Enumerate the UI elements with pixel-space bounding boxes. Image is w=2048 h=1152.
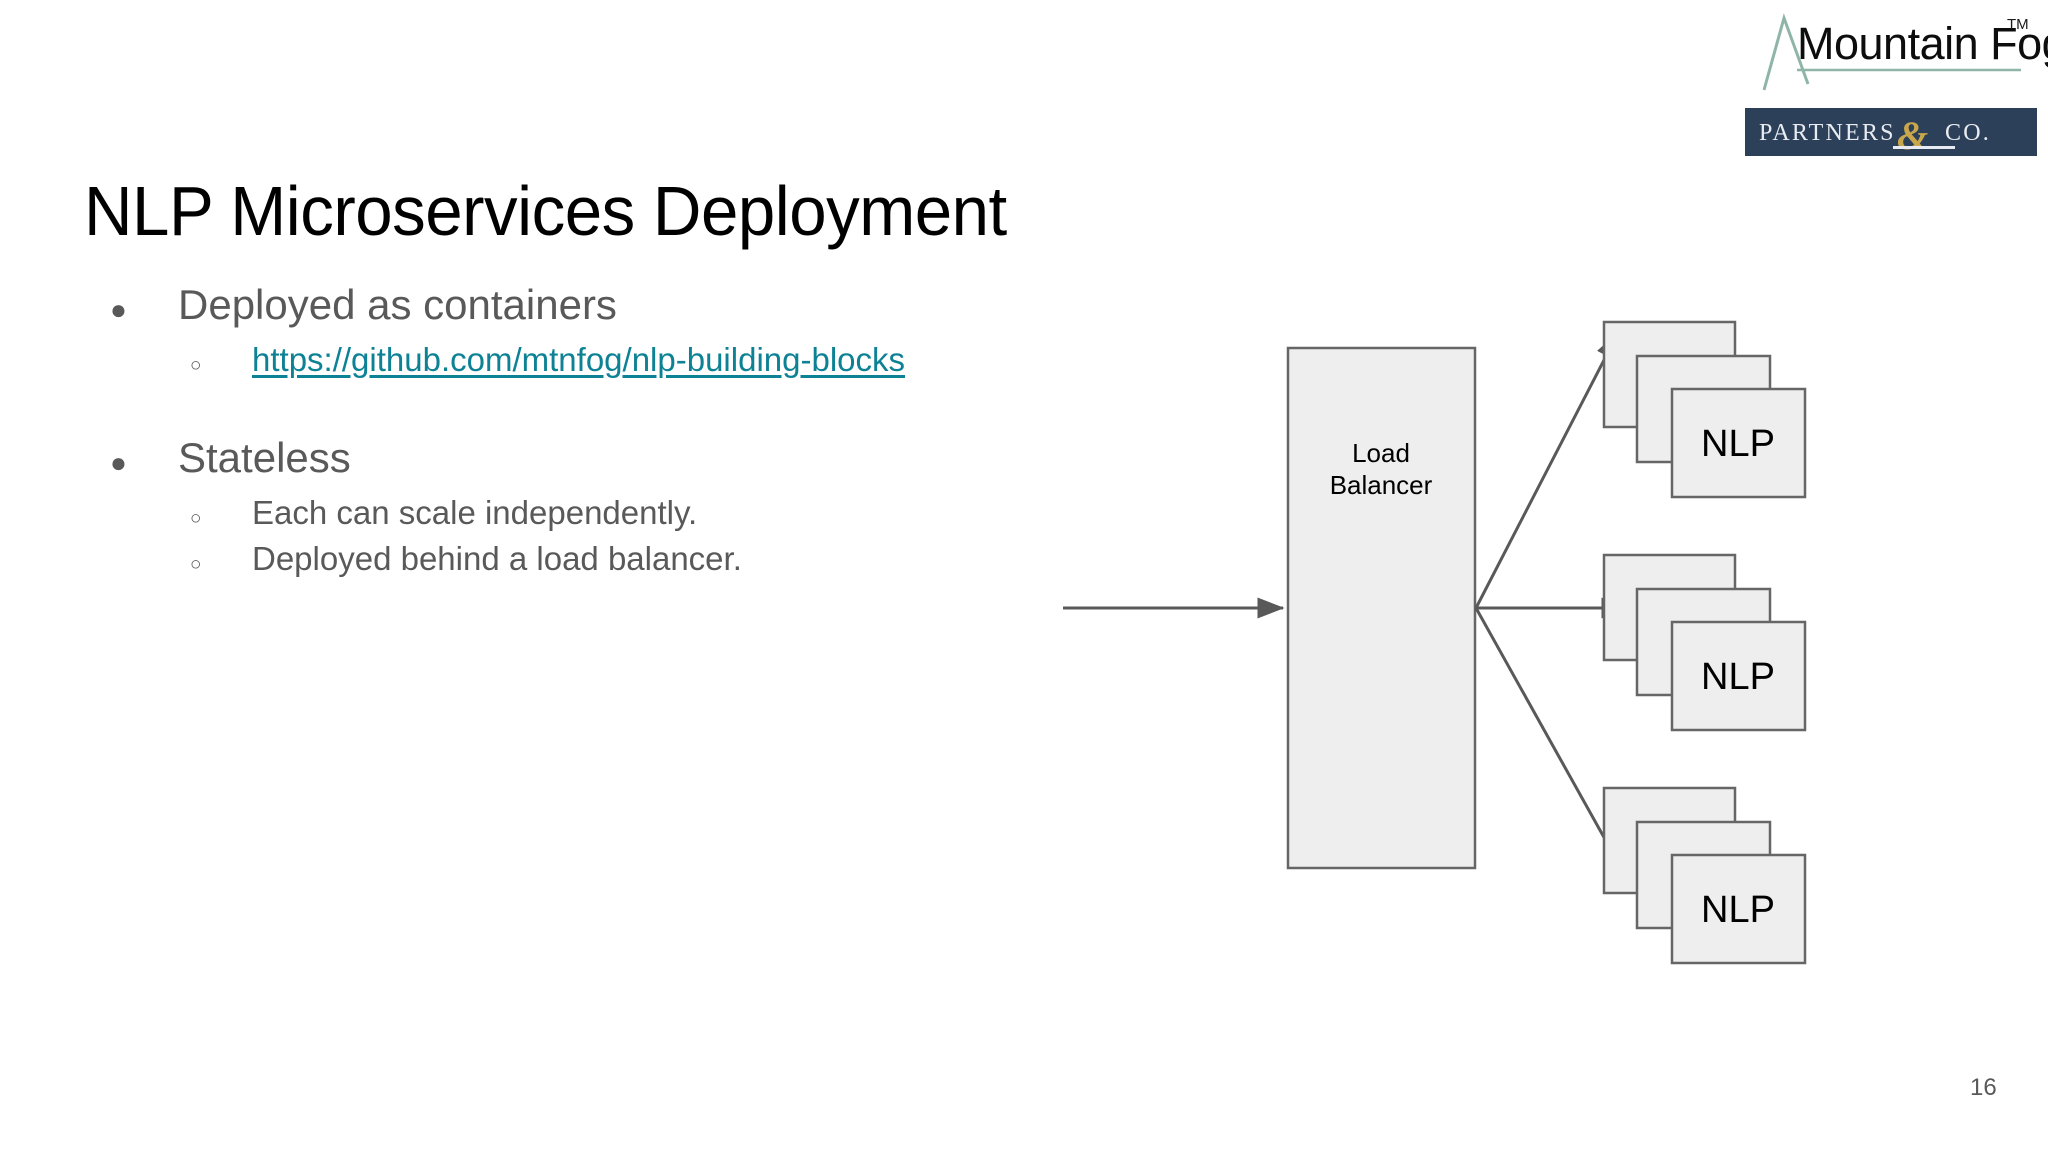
partners-and-co-banner: PARTNERS & CO. [1745, 108, 2037, 156]
container-card-front [1670, 620, 1807, 732]
nlp-label: NLP [1701, 656, 1775, 698]
container-card-front [1670, 853, 1807, 965]
load-balancer-label-line2: Balancer [1330, 470, 1433, 500]
bullet-marker-filled-icon: ● [110, 447, 127, 479]
nlp-service-stack-2: NLP [1602, 553, 1807, 732]
arrow-to-node-3 [1474, 607, 1627, 877]
mountain-peak-icon [1762, 13, 2021, 91]
mountain-fog-wordmark: Mountain Fog [1797, 18, 2048, 69]
nlp-label: NLP [1701, 423, 1775, 465]
bullet-marker-hollow-icon: ○ [190, 354, 202, 376]
ampersand-glyph: & [1897, 113, 1929, 156]
arrow-to-node-1 [1474, 331, 1620, 609]
bullet-item-scale-independently: ○ Each can scale independently. [190, 491, 970, 535]
banner-underline-rule [1893, 146, 1955, 149]
bullet-text: Each can scale independently. [252, 494, 698, 532]
bullet-text: Deployed as containers [178, 281, 617, 328]
co-word: CO. [1945, 120, 1991, 146]
brand-block: Mountain Fog TM PARTNERS & CO. [1745, 8, 2048, 156]
github-link[interactable]: https://github.com/mtnfog/nlp-building-b… [252, 340, 906, 378]
fanout-arrows [1474, 331, 1629, 877]
nlp-service-stack-1: NLP [1602, 320, 1807, 499]
bullet-item-deployed-as-containers: ● Deployed as containers [110, 278, 970, 332]
nlp-label: NLP [1701, 889, 1775, 931]
load-balancer-node: Load Balancer [1286, 346, 1477, 870]
bullet-item-stateless: ● Stateless [110, 431, 970, 485]
load-balancer-label-line1: Load [1352, 438, 1410, 468]
bullet-item-behind-load-balancer: ○ Deployed behind a load balancer. [190, 537, 970, 581]
bullet-item-github-link[interactable]: ○ https://github.com/mtnfog/nlp-building… [190, 338, 970, 382]
bullet-marker-hollow-icon: ○ [190, 553, 202, 575]
bullet-spacer [110, 383, 970, 431]
bullet-marker-filled-icon: ● [110, 294, 127, 325]
deployment-architecture-diagram: Load Balancer NLP NLP [1040, 320, 1840, 1000]
container-card-front [1670, 387, 1807, 499]
bullet-list: ● Deployed as containers ○ https://githu… [110, 278, 970, 582]
partners-word: PARTNERS [1759, 120, 1896, 146]
page-number: 16 [1970, 1074, 1997, 1101]
page-title: NLP Microservices Deployment [84, 171, 1007, 250]
bullet-text: Stateless [178, 434, 351, 482]
bullet-text: Deployed behind a load balancer. [252, 539, 742, 577]
bullet-marker-hollow-icon: ○ [190, 508, 202, 530]
nlp-service-stack-3: NLP [1602, 786, 1807, 965]
trademark-symbol: TM [2007, 16, 2029, 33]
mountain-fog-logo: Mountain Fog TM [1745, 8, 2048, 100]
